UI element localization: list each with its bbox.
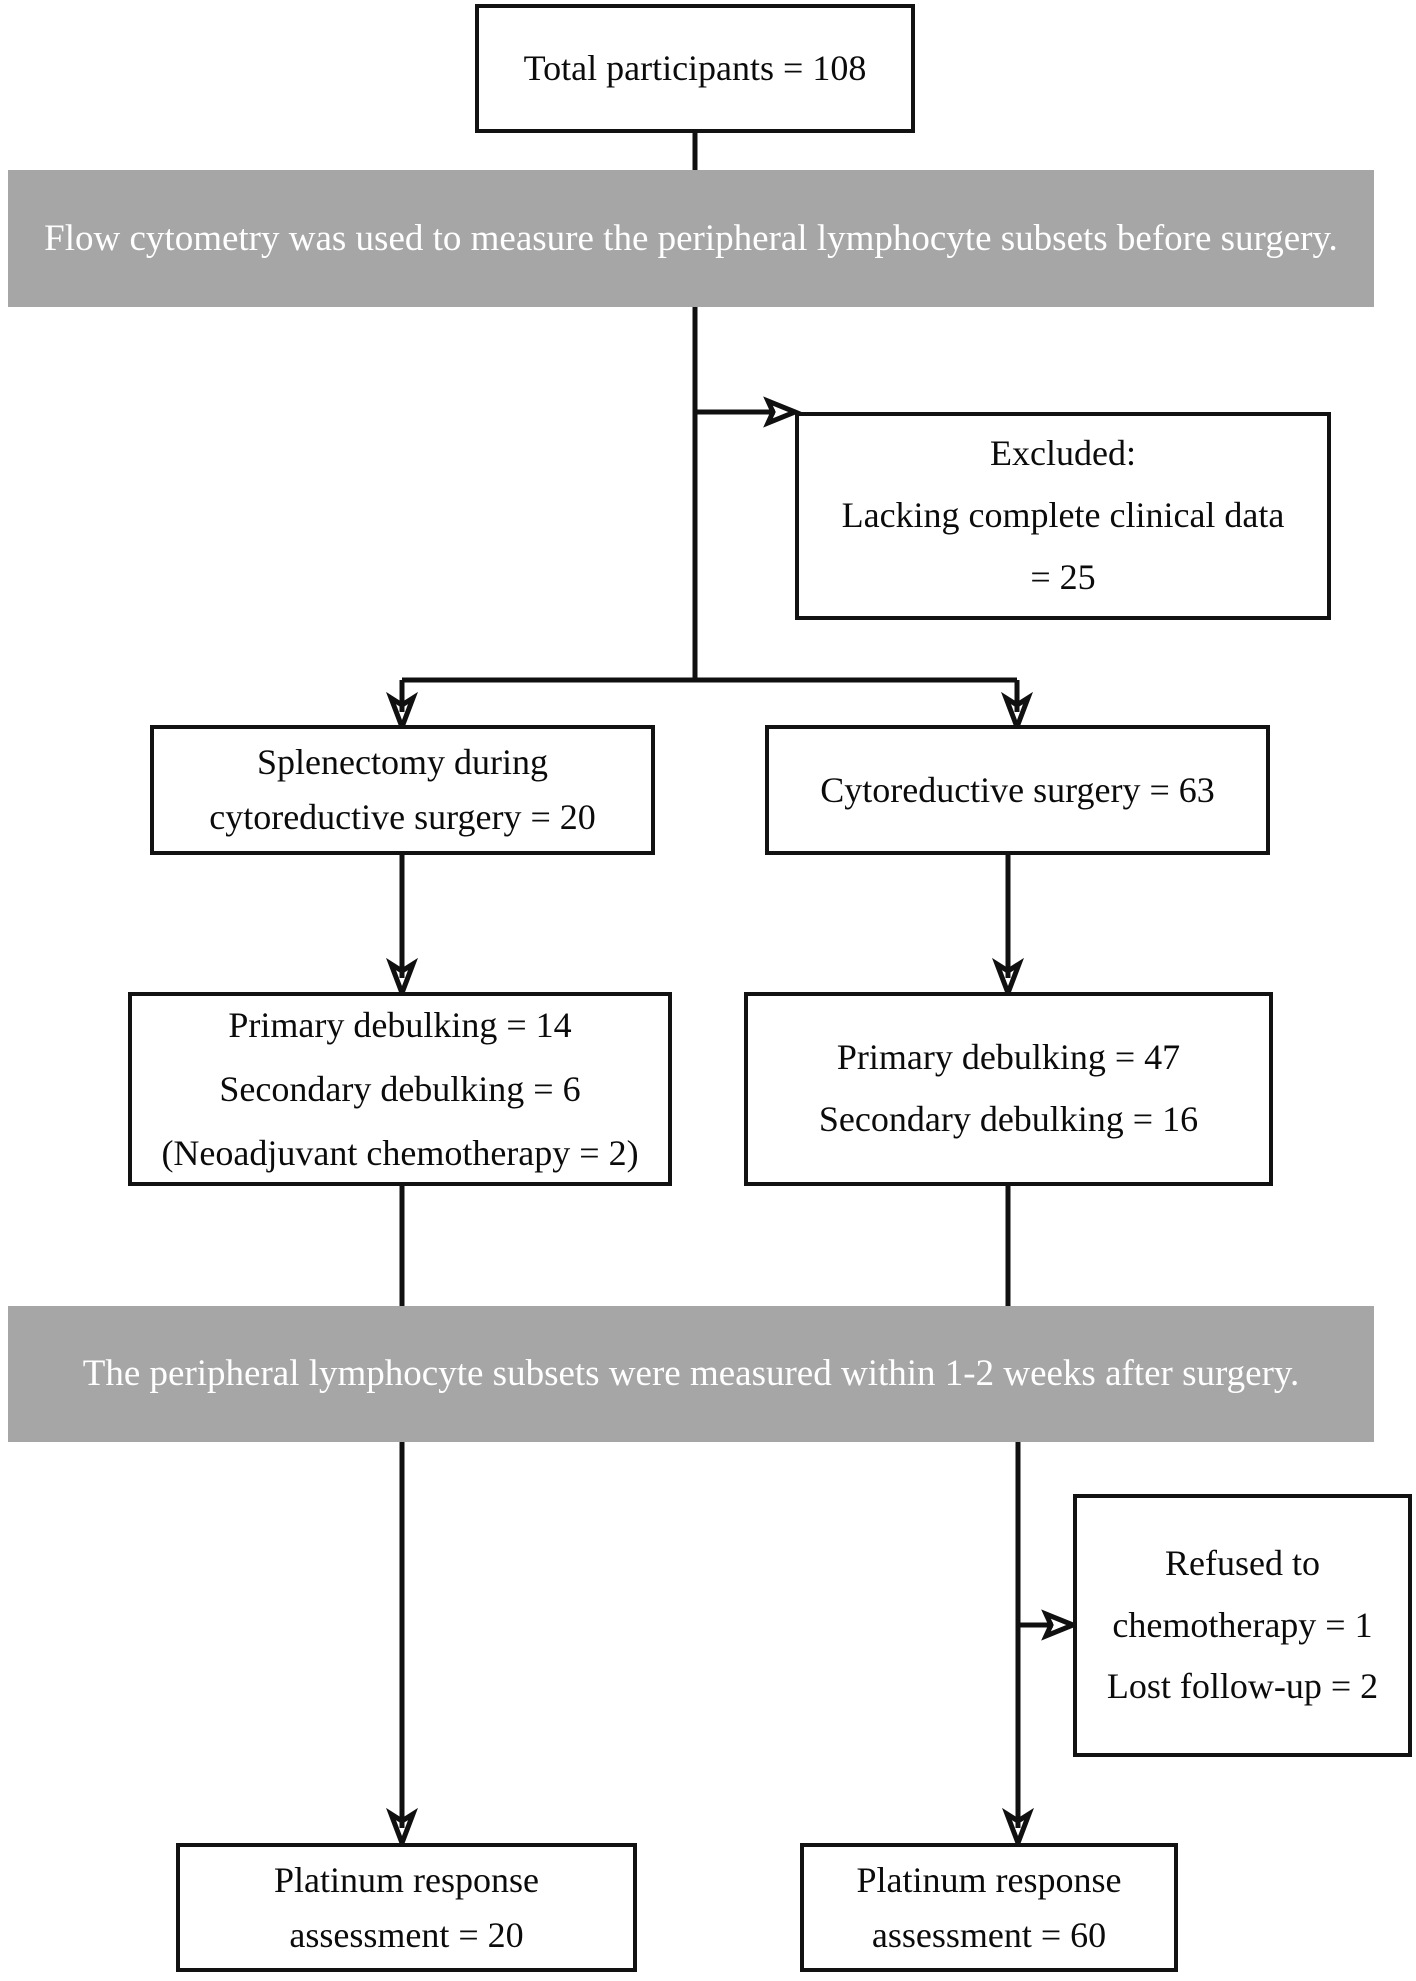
arrowhead-platinum-right	[1001, 1807, 1035, 1851]
node-dropout-line-1: Refused to	[1165, 1542, 1320, 1583]
node-total-participants-line-1: Total participants = 108	[523, 48, 867, 89]
node-debulking-left-line-3: (Neoadjuvant chemotherapy = 2)	[161, 1133, 639, 1174]
node-splenectomy-line-1: Splenectomy during	[257, 742, 548, 783]
node-splenectomy-line-2: cytoreductive surgery = 20	[209, 797, 596, 837]
node-debulking-left-line-1: Primary debulking = 14	[228, 1004, 572, 1045]
node-platinum-response-right: Platinum response assessment = 60	[800, 1843, 1178, 1972]
node-excluded-line-2: Lacking complete clinical data	[841, 495, 1285, 536]
node-platinum-right-line-1: Platinum response	[856, 1859, 1122, 1900]
node-excluded-line-1: Excluded:	[990, 433, 1136, 474]
banner-pre-surgery-measurement: Flow cytometry was used to measure the p…	[8, 170, 1374, 307]
node-dropout-line-3: Lost follow-up = 2	[1106, 1666, 1379, 1707]
node-excluded-line-3: = 25	[1030, 556, 1096, 597]
arrowhead-splenectomy	[385, 691, 419, 735]
banner-post-surgery-line-2: surgery.	[1182, 1353, 1300, 1395]
node-debulking-right: Primary debulking = 47 Secondary debulki…	[744, 992, 1273, 1186]
node-debulking-right-line-2: Secondary debulking = 16	[818, 1099, 1199, 1139]
arrowhead-excluded	[763, 396, 802, 428]
node-debulking-left: Primary debulking = 14 Secondary debulki…	[128, 992, 672, 1186]
node-splenectomy: Splenectomy during cytoreductive surgery…	[150, 725, 655, 855]
banner-pre-surgery-line-2: surgery.	[1220, 217, 1338, 259]
node-cytoreductive-line-1: Cytoreductive surgery = 63	[820, 769, 1215, 810]
node-debulking-right-line-1: Primary debulking = 47	[836, 1037, 1181, 1078]
banner-post-surgery-line-1: The peripheral lymphocyte subsets were m…	[82, 1353, 1173, 1395]
node-cytoreductive-surgery: Cytoreductive surgery = 63	[765, 725, 1270, 855]
node-debulking-left-line-2: Secondary debulking = 6	[219, 1068, 581, 1109]
arrowhead-dropout	[1041, 1609, 1080, 1641]
node-platinum-right-line-2: assessment = 60	[871, 1914, 1107, 1955]
banner-pre-surgery-line-1: Flow cytometry was used to measure the p…	[44, 217, 1212, 259]
node-total-participants: Total participants = 108	[475, 4, 915, 133]
node-dropout-line-2: chemotherapy = 1	[1112, 1604, 1373, 1645]
node-excluded: Excluded: Lacking complete clinical data…	[795, 412, 1331, 620]
node-platinum-left-line-2: assessment = 20	[289, 1914, 524, 1955]
arrowhead-cytoreductive	[1000, 691, 1034, 735]
arrowhead-platinum-left	[385, 1807, 419, 1851]
banner-post-surgery-measurement: The peripheral lymphocyte subsets were m…	[8, 1306, 1374, 1442]
node-platinum-response-left: Platinum response assessment = 20	[176, 1843, 637, 1972]
arrowhead-debulking-left	[385, 957, 419, 1001]
arrowhead-debulking-right	[991, 957, 1025, 1001]
node-dropout: Refused to chemotherapy = 1 Lost follow-…	[1073, 1494, 1412, 1757]
node-platinum-left-line-1: Platinum response	[274, 1859, 539, 1900]
